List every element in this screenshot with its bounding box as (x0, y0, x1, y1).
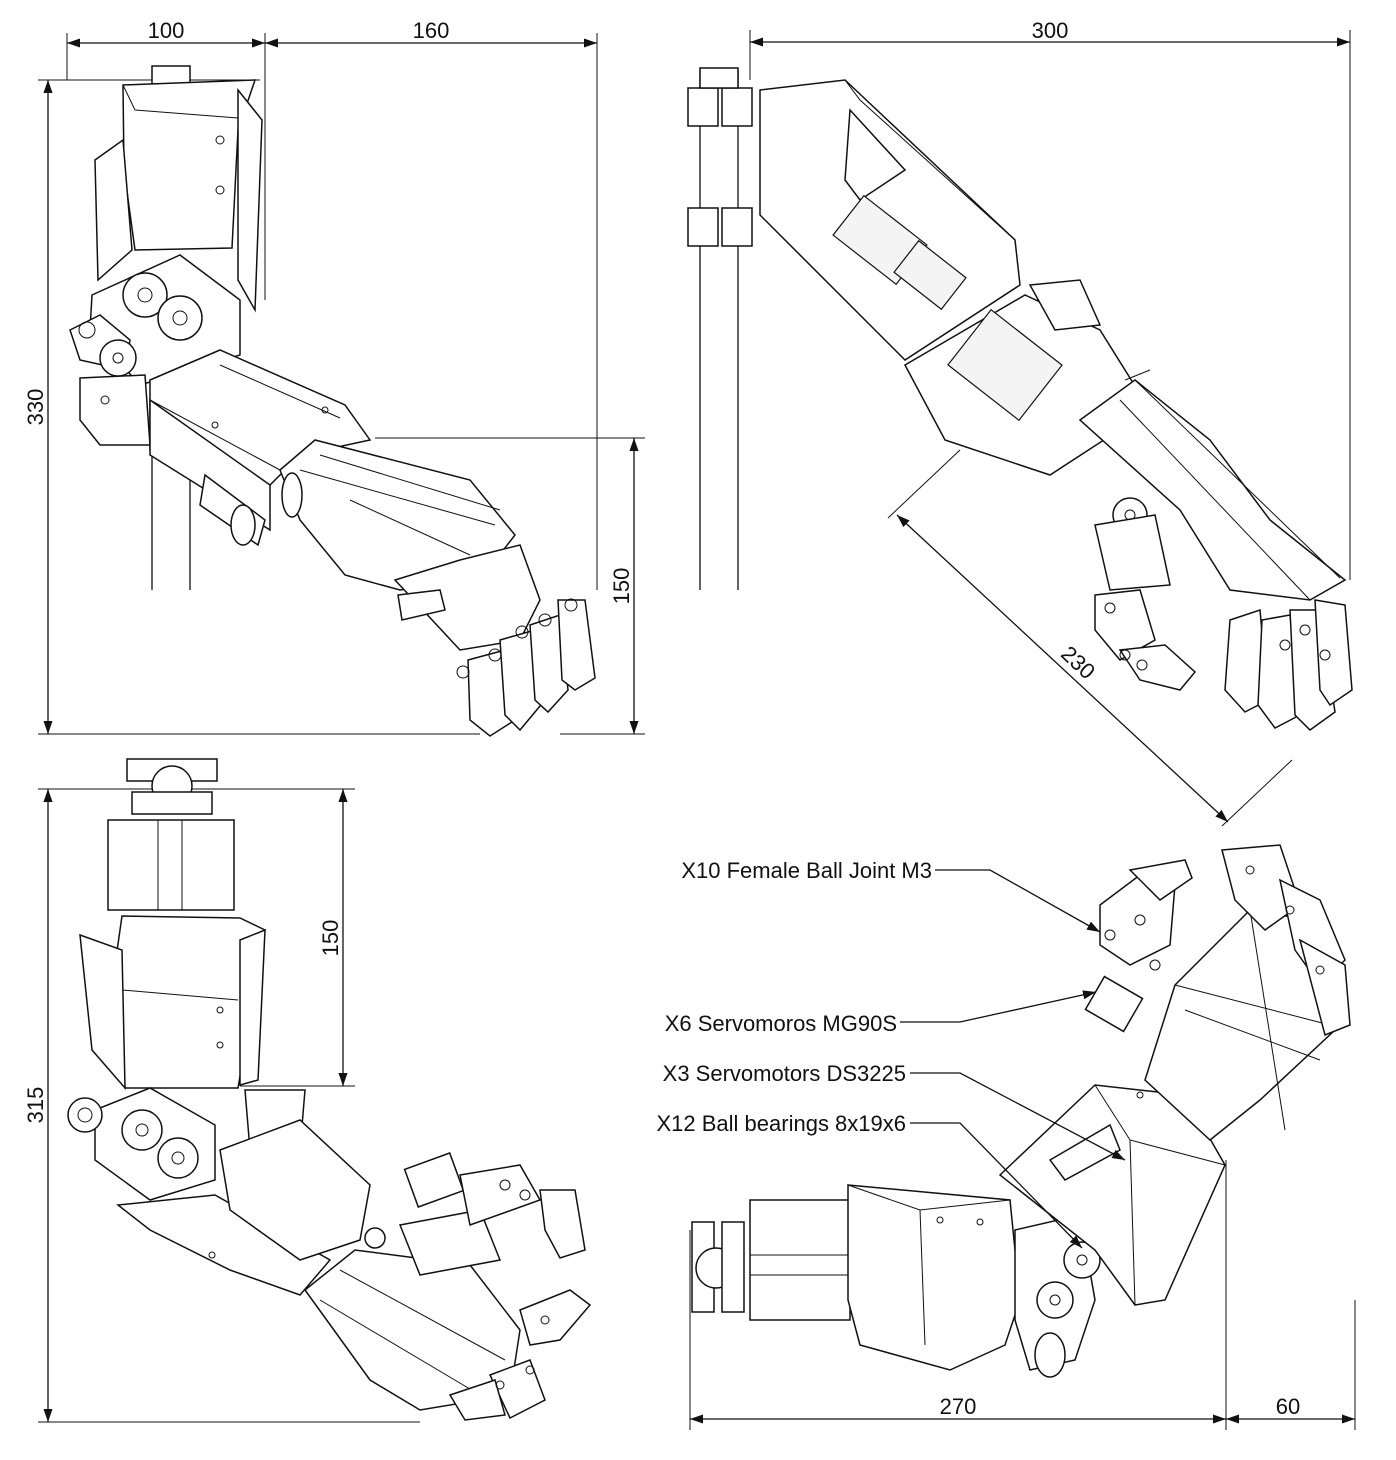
upper-arm-iso (998, 1084, 1226, 1306)
dim-line-230 (896, 514, 1229, 823)
callout-ds3225: X3 Servomotors DS3225 (663, 1061, 906, 1086)
thumb-iso (1084, 859, 1193, 1033)
dim-label-150-a: 150 (609, 568, 634, 605)
shoulder-joint-iso (1014, 1214, 1101, 1378)
forearm (279, 439, 516, 591)
dim-label-315: 315 (23, 1087, 48, 1124)
dim-label-300: 300 (1032, 18, 1069, 43)
view-top-left: 100 160 330 150 (23, 18, 645, 737)
ball-joint-mount-side (691, 1199, 851, 1321)
fingers-front (448, 1289, 592, 1421)
shoulder-block-side (759, 79, 1021, 361)
thumb-front (403, 1152, 586, 1259)
dim-label-60: 60 (1276, 1394, 1300, 1419)
callout-mg90s: X6 Servomoros MG90S (665, 1011, 897, 1036)
fingers-side (1224, 599, 1353, 731)
dim-label-150-b: 150 (318, 920, 343, 957)
hand (393, 544, 596, 737)
callout-leader-mg90s (900, 990, 1097, 1023)
fingers-iso (1221, 844, 1351, 1037)
dim-label-330: 330 (23, 389, 48, 426)
callout-bearings: X12 Ball bearings 8x19x6 (657, 1111, 907, 1136)
upper-arm-front (116, 1119, 386, 1296)
shoulder-joint (69, 254, 241, 446)
dim-label-230: 230 (1056, 641, 1100, 684)
shoulder-block-iso (847, 1184, 1021, 1371)
view-top-right: 300 (687, 18, 1353, 827)
ball-joint-mount (107, 758, 235, 911)
forearm-side (1078, 379, 1347, 601)
dim-label-160: 160 (413, 18, 450, 43)
callout-leader-ds3225 (910, 1072, 1126, 1161)
callout-ball-joint: X10 Female Ball Joint M3 (681, 858, 932, 883)
thumb-side (1094, 589, 1197, 691)
forearm-front (303, 1209, 521, 1411)
shoulder-block-front (79, 915, 266, 1091)
dim-label-100: 100 (148, 18, 185, 43)
upper-arm-side (903, 279, 1152, 476)
view-bottom-right: 270 60 (657, 844, 1356, 1430)
shoulder-block (94, 65, 263, 313)
view-bottom-left: 315 150 (23, 758, 592, 1423)
callout-leader-bearings (910, 1122, 1083, 1249)
dim-label-270: 270 (940, 1394, 977, 1419)
callout-leader-ball-joint (935, 869, 1101, 933)
